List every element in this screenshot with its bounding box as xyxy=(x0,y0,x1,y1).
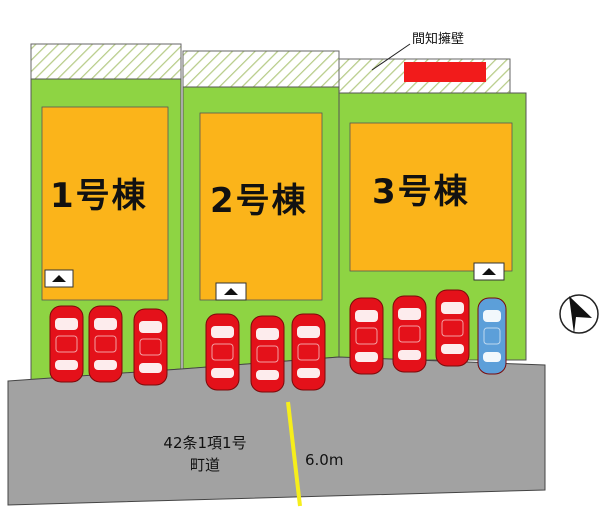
back-strip-1 xyxy=(30,43,182,81)
entrance-marker-icon xyxy=(215,282,247,301)
north-arrow-icon xyxy=(559,294,599,334)
parking-cars xyxy=(49,289,507,393)
parked-car xyxy=(49,305,84,383)
retaining-wall-label: 間知擁壁 xyxy=(412,32,465,47)
lot-2-label: 2号棟 xyxy=(210,181,308,221)
lot-3-label: 3号棟 xyxy=(372,172,470,212)
road-type-label: 42条1項1号 町道 xyxy=(150,432,260,476)
road-type-line-1: 42条1項1号 xyxy=(163,434,247,452)
road xyxy=(7,356,546,506)
entrance-marker-icon xyxy=(473,262,505,281)
road-width-line xyxy=(286,401,302,507)
parked-car xyxy=(88,305,123,383)
house-2 xyxy=(199,112,323,301)
parked-car xyxy=(205,313,240,391)
house-1 xyxy=(41,106,169,301)
parked-car xyxy=(349,297,384,375)
wall-leader-line xyxy=(371,43,411,71)
entrance-marker-icon xyxy=(44,269,74,288)
parked-car xyxy=(477,297,507,375)
parked-car xyxy=(250,315,285,393)
back-strip-2 xyxy=(182,50,340,88)
parked-car xyxy=(133,308,168,386)
parked-car xyxy=(291,313,326,391)
parked-car xyxy=(435,289,470,367)
retaining-wall-marker xyxy=(404,62,486,82)
road-type-line-2: 町道 xyxy=(189,456,220,474)
road-width-label: 6.0m xyxy=(305,451,344,469)
parked-car xyxy=(392,295,427,373)
lot-1-label: 1号棟 xyxy=(50,176,148,216)
house-3 xyxy=(349,122,513,272)
